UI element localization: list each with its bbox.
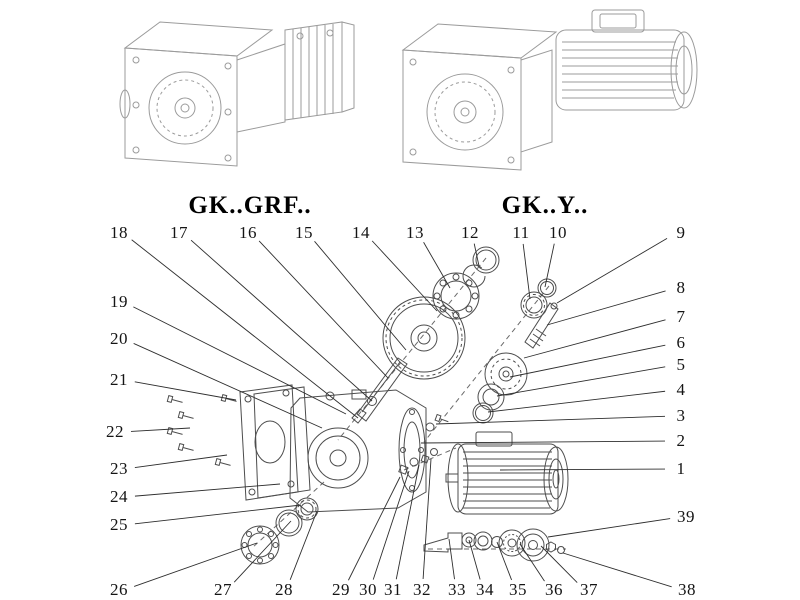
part-number-24: 24 (110, 487, 128, 506)
leader-line-29 (348, 476, 401, 581)
leader-line-19 (133, 306, 347, 415)
part-number-3: 3 (676, 406, 686, 425)
part-number-30: 30 (359, 580, 377, 599)
part-number-26: 26 (110, 580, 128, 599)
gearbox-y-drawing (401, 9, 698, 171)
part-number-5: 5 (676, 355, 686, 374)
part-number-27: 27 (214, 580, 232, 599)
leader-line-26 (133, 542, 258, 587)
output-shaft-assembly (423, 528, 565, 562)
leader-line-33 (448, 538, 455, 580)
gearbox-grf-drawing (119, 21, 355, 167)
adapter-parts (398, 448, 438, 475)
leader-line-1 (499, 468, 666, 471)
leader-line-36 (519, 543, 545, 582)
part-number-6: 6 (676, 333, 686, 352)
leader-line-15 (314, 241, 407, 351)
leader-line-24 (134, 483, 281, 497)
leader-line-11 (522, 243, 531, 300)
leader-line-6 (509, 344, 666, 378)
part-number-17: 17 (170, 223, 188, 242)
leader-line-7 (523, 319, 666, 359)
part-number-19: 19 (110, 292, 128, 311)
part-number-20: 20 (110, 329, 128, 348)
part-number-1: 1 (676, 459, 686, 478)
part-number-11: 11 (512, 223, 530, 242)
leader-line-2 (420, 440, 666, 444)
model-title-gk-y: GK..Y.. (501, 192, 589, 219)
leader-line-35 (496, 541, 513, 581)
part-number-34: 34 (476, 580, 494, 599)
part-number-15: 15 (295, 223, 313, 242)
part-number-37: 37 (580, 580, 598, 599)
part-number-16: 16 (239, 223, 257, 242)
part-number-23: 23 (110, 459, 128, 478)
part-number-4: 4 (676, 380, 686, 399)
leader-line-22 (130, 427, 191, 432)
leader-line-12 (473, 243, 480, 267)
leader-line-27 (233, 520, 292, 583)
leader-line-3 (435, 415, 666, 425)
leader-line-32 (422, 458, 432, 580)
leader-line-10 (544, 243, 555, 288)
model-title-gk-grf: GK..GRF.. (188, 192, 312, 219)
leader-line-21 (134, 381, 237, 401)
flange-plates (239, 384, 311, 501)
leader-line-31 (395, 464, 420, 580)
leader-line-5 (496, 366, 666, 397)
leader-line-14 (371, 240, 438, 312)
part-number-35: 35 (509, 580, 527, 599)
leader-line-30 (372, 470, 410, 580)
part-number-33: 33 (448, 580, 466, 599)
motor-drawing (445, 431, 569, 515)
part-number-39: 39 (677, 507, 695, 526)
leader-line-9 (556, 238, 668, 304)
part-number-32: 32 (413, 580, 431, 599)
leader-line-17 (190, 239, 373, 402)
part-number-9: 9 (676, 223, 686, 242)
part-number-2: 2 (676, 431, 686, 450)
part-number-31: 31 (384, 580, 402, 599)
leader-line-38 (562, 552, 672, 588)
leader-line-16 (258, 240, 389, 379)
part-number-14: 14 (352, 223, 370, 242)
part-number-29: 29 (332, 580, 350, 599)
part-number-13: 13 (406, 223, 424, 242)
leader-line-28 (289, 510, 318, 581)
leader-line-34 (468, 539, 481, 580)
leader-line-20 (133, 343, 323, 429)
leader-line-25 (134, 504, 302, 525)
part-number-10: 10 (549, 223, 567, 242)
leader-line-18 (131, 239, 359, 419)
housing-drawing (289, 389, 449, 513)
part-number-25: 25 (110, 515, 128, 534)
leader-line-39 (547, 518, 671, 538)
leader-line-23 (134, 454, 228, 469)
part-number-36: 36 (545, 580, 563, 599)
part-number-12: 12 (461, 223, 479, 242)
leader-line-8 (546, 290, 666, 326)
leader-line-37 (540, 545, 578, 583)
bearing-cluster (240, 497, 319, 565)
part-number-8: 8 (676, 278, 686, 297)
part-number-38: 38 (678, 580, 696, 599)
part-number-7: 7 (676, 307, 686, 326)
mounting-bolts (166, 393, 237, 467)
part-number-21: 21 (110, 370, 128, 389)
leader-line-4 (487, 390, 666, 413)
part-number-22: 22 (106, 422, 124, 441)
part-number-18: 18 (110, 223, 128, 242)
part-number-28: 28 (275, 580, 293, 599)
leader-line-13 (423, 242, 451, 289)
